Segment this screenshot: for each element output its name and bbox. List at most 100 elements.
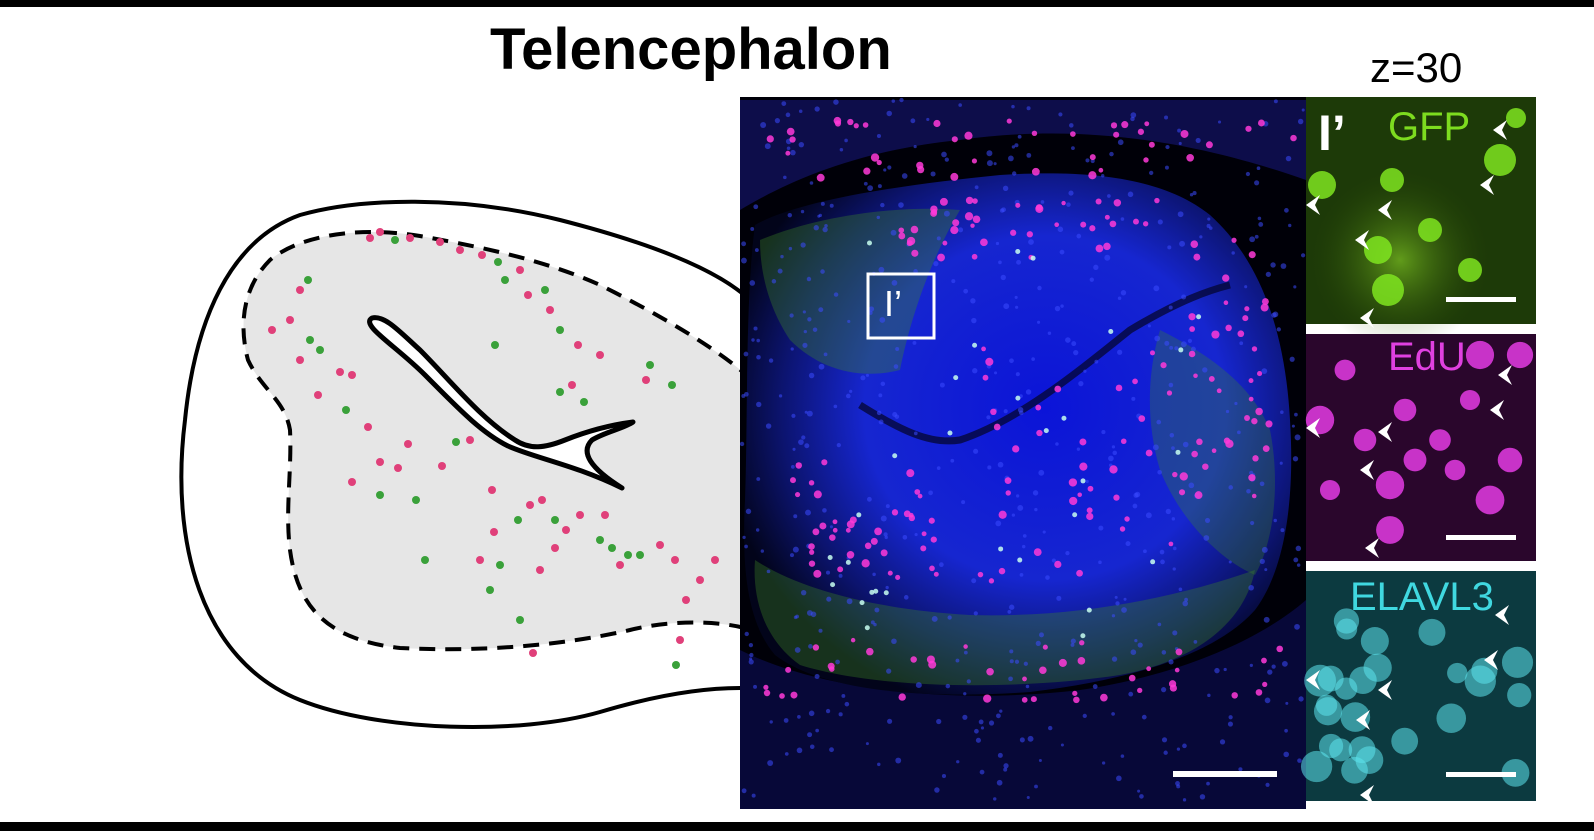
edu-nucleus xyxy=(980,238,988,247)
panel-elavl3: ELAVL3 xyxy=(1300,571,1536,805)
colabeled-nucleus xyxy=(1080,633,1086,639)
arrowhead-icon xyxy=(1490,400,1504,420)
dapi-nucleus xyxy=(1066,202,1071,207)
edu-nucleus xyxy=(1193,373,1198,379)
dapi-nucleus xyxy=(963,288,969,294)
edu-nucleus xyxy=(813,569,822,578)
schematic-cell-dot xyxy=(608,544,616,552)
dapi-nucleus xyxy=(891,280,898,286)
edu-nucleus xyxy=(863,167,871,175)
edu-nucleus xyxy=(1132,378,1138,385)
dapi-nucleus xyxy=(870,620,875,625)
dapi-nucleus xyxy=(778,394,783,398)
edu-nucleus xyxy=(1186,153,1195,162)
edu-nucleus xyxy=(1223,300,1229,305)
dapi-nucleus xyxy=(1131,396,1136,401)
dapi-nucleus xyxy=(958,227,964,233)
edu-nucleus xyxy=(1193,253,1201,261)
edu-nucleus xyxy=(1021,697,1028,703)
dapi-nucleus xyxy=(1178,141,1182,146)
edu-nucleus xyxy=(972,198,978,204)
dapi-nucleus xyxy=(1143,549,1147,554)
dapi-nucleus xyxy=(1271,664,1276,669)
dapi-nucleus xyxy=(1009,358,1014,364)
dapi-nucleus xyxy=(756,477,761,481)
dapi-nucleus xyxy=(787,212,793,218)
dapi-nucleus xyxy=(783,718,789,723)
dapi-nucleus xyxy=(1016,259,1022,265)
edu-nucleus xyxy=(1030,696,1037,703)
edu-nucleus xyxy=(837,566,844,573)
dapi-nucleus xyxy=(823,352,828,357)
elavl3-cell xyxy=(1335,677,1358,700)
dapi-nucleus xyxy=(1089,277,1094,282)
dapi-nucleus xyxy=(1018,410,1024,416)
dapi-nucleus xyxy=(891,638,897,645)
dapi-nucleus xyxy=(798,109,803,113)
edu-nucleus xyxy=(895,574,901,580)
dapi-nucleus xyxy=(814,106,820,112)
dapi-nucleus xyxy=(1293,285,1297,289)
edu-nucleus xyxy=(930,536,937,543)
elavl3-cell xyxy=(1507,683,1532,708)
dapi-nucleus xyxy=(801,435,806,440)
dapi-nucleus xyxy=(1023,661,1028,666)
dapi-nucleus xyxy=(903,595,909,600)
edu-nucleus xyxy=(1257,371,1263,377)
dapi-nucleus xyxy=(876,215,881,220)
dapi-nucleus xyxy=(1195,137,1201,144)
inset-label: I’ xyxy=(884,283,902,324)
dapi-nucleus xyxy=(818,628,823,633)
edu-nucleus xyxy=(1208,375,1215,382)
dapi-nucleus xyxy=(743,351,749,357)
edu-nucleus xyxy=(1180,129,1189,138)
dapi-nucleus xyxy=(986,415,991,420)
edu-nucleus xyxy=(1191,450,1198,458)
edu-nucleus xyxy=(972,215,981,224)
dapi-nucleus xyxy=(1001,207,1006,213)
dapi-nucleus xyxy=(1177,211,1184,218)
dapi-nucleus xyxy=(1204,517,1211,523)
edu-nucleus xyxy=(1073,696,1080,704)
dapi-nucleus xyxy=(1265,782,1270,787)
dapi-nucleus xyxy=(753,684,757,689)
dapi-nucleus xyxy=(1273,99,1278,104)
colabeled-nucleus xyxy=(972,342,978,348)
edu-nucleus xyxy=(1015,202,1021,208)
dapi-nucleus xyxy=(1157,219,1163,225)
dapi-nucleus xyxy=(741,241,747,247)
edu-nucleus xyxy=(1079,438,1087,446)
edu-arrowheads xyxy=(1306,365,1512,558)
edu-nucleus xyxy=(906,240,913,247)
edu-nucleus xyxy=(880,549,888,557)
dapi-nucleus xyxy=(1120,754,1125,758)
dapi-nucleus xyxy=(1109,151,1114,157)
dapi-nucleus xyxy=(1032,490,1039,496)
edu-nucleus xyxy=(998,510,1007,519)
edu-nucleus xyxy=(779,693,785,699)
schematic-cell-dot xyxy=(494,258,502,266)
edu-nucleus xyxy=(785,150,791,156)
edu-nucleus xyxy=(864,542,872,550)
dapi-nucleus xyxy=(792,546,799,553)
dapi-nucleus xyxy=(1076,233,1082,239)
brain-tissue xyxy=(744,173,1292,695)
colabeled-nucleus xyxy=(1080,478,1086,484)
dapi-nucleus xyxy=(1207,693,1211,698)
dapi-nucleus xyxy=(844,701,850,707)
dapi-nucleus xyxy=(1083,369,1087,373)
dapi-nucleus xyxy=(808,372,815,379)
dapi-nucleus xyxy=(1300,253,1306,258)
edu-nucleus xyxy=(933,571,939,577)
dapi-nucleus xyxy=(868,310,873,315)
schematic-cell-dot xyxy=(668,381,676,389)
colabeled-nucleus xyxy=(1072,512,1078,518)
gfp-cell xyxy=(1484,144,1516,176)
edu-nucleus xyxy=(1035,404,1042,411)
dapi-nucleus xyxy=(808,710,815,717)
dapi-nucleus xyxy=(748,659,754,665)
dapi-nucleus xyxy=(1111,614,1116,618)
schematic-cell-dot xyxy=(314,391,322,399)
edu-nucleus xyxy=(1124,516,1130,522)
edu-nucleus xyxy=(1088,171,1097,180)
